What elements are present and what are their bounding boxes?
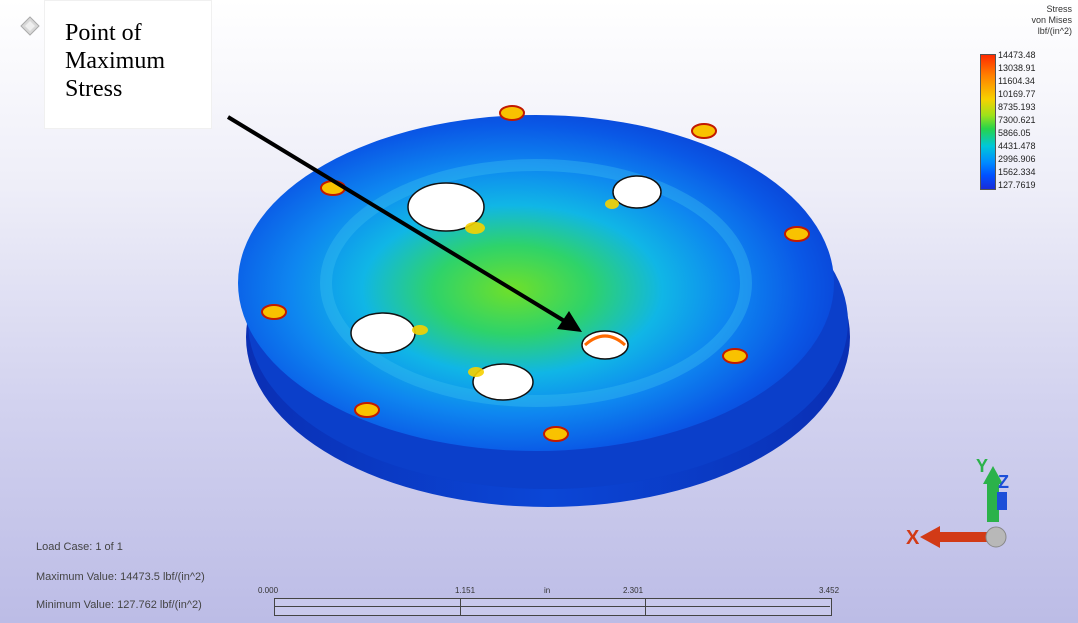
min-value-text: Minimum Value: 127.762 lbf/(in^2) [36,599,202,611]
scale-segment [275,599,461,615]
legend-value: 4431.478 [998,141,1036,151]
legend-value: 11604.34 [998,76,1035,86]
legend-value: 10169.77 [998,89,1036,99]
legend-value: 7300.621 [998,115,1036,125]
stress-legend: Stress von Mises lbf/(in^2) 14473.48 130… [972,4,1072,204]
leader-arrow [226,115,582,332]
axis-triad[interactable]: X Y Z [890,440,1030,560]
z-axis-label: Z [998,472,1009,492]
x-axis-label: X [906,527,920,549]
scale-track [274,598,832,616]
scale-segment [645,599,830,615]
legend-color-bar [980,54,996,190]
callout-text: Point of Maximum Stress [65,20,165,102]
scale-label: 0.000 [258,586,279,595]
scale-segment [460,599,646,615]
legend-value: 13038.91 [998,63,1036,73]
viewcube-icon[interactable] [20,16,40,36]
legend-value: 1562.334 [998,167,1036,177]
callout-box: Point of Maximum Stress [44,0,212,129]
scale-label: 3.452 [819,586,840,595]
scale-label: 2.301 [623,586,644,595]
y-axis-label: Y [976,456,988,476]
legend-value: 5866.05 [998,128,1031,138]
scale-bar: 0.000 1.151 in 2.301 3.452 [258,586,841,620]
scale-unit: in [544,586,551,595]
legend-value: 2996.906 [998,154,1036,164]
large-holes [350,175,662,401]
ring-highlight [320,159,752,407]
max-value-text: Maximum Value: 14473.5 lbf/(in^2) [36,571,205,583]
legend-value: 8735.193 [998,102,1036,112]
legend-value: 127.7619 [998,180,1036,190]
disc-top-surface [238,115,834,451]
scale-label: 1.151 [455,586,476,595]
bolt-holes [261,105,810,442]
load-case-text: Load Case: 1 of 1 [36,541,123,553]
stress-hotspots [412,199,619,377]
legend-title: Stress von Mises lbf/(in^2) [1031,4,1072,36]
legend-value: 14473.48 [998,50,1036,60]
